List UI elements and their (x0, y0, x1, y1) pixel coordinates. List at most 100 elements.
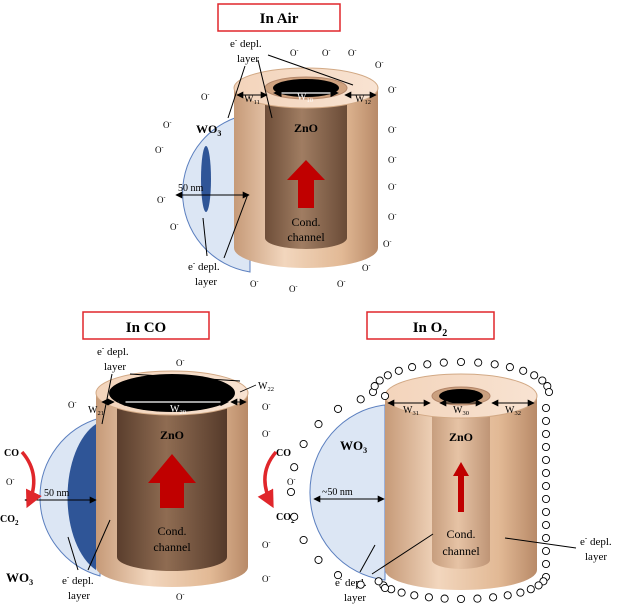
svg-text:layer: layer (585, 551, 607, 563)
wo3-depletion-air (201, 146, 211, 212)
panel-in-air: In Air W11 W10 W12 ZnO Cond. channel WO3… (155, 3, 397, 294)
svg-text:W11: W11 (244, 94, 260, 106)
oxygen-circle (544, 387, 554, 397)
oxygen-circle (333, 404, 343, 413)
wo3-particle-o2 (309, 404, 386, 581)
oxygen-circle (286, 487, 296, 497)
co-oxidation-right: CO O- CO2 (257, 448, 296, 525)
svg-text:O-: O- (6, 477, 15, 487)
oxygen-circle (473, 594, 482, 603)
oxygen-circle (290, 512, 299, 521)
svg-text:W21: W21 (88, 405, 104, 417)
oxygen-circle (456, 357, 466, 367)
svg-text:e- depl.: e- depl. (97, 344, 129, 358)
svg-text:O-: O- (388, 125, 397, 135)
oxygen-circle (541, 416, 551, 426)
cond-label-o2-1: Cond. (446, 527, 475, 541)
oxygen-circle (374, 577, 383, 586)
svg-text:O-: O- (262, 402, 271, 412)
oxygen-circle (541, 429, 551, 439)
svg-text:O-: O- (250, 279, 259, 289)
svg-text:W31: W31 (403, 405, 419, 417)
title-box-co: In CO (82, 311, 210, 340)
oxygen-circle (541, 533, 551, 543)
panel-in-co: In CO W21 W20 W22 ZnO Cond. channel 50 n… (0, 311, 296, 602)
svg-text:O-: O- (375, 60, 384, 70)
oxygen-circle (423, 360, 432, 369)
svg-text:W20: W20 (170, 404, 186, 416)
cond-label-air-1: Cond. (291, 215, 320, 229)
oxygen-circle (440, 594, 449, 603)
svg-text:O-: O- (262, 429, 271, 439)
oxygen-circle (526, 585, 535, 594)
svg-text:O-: O- (383, 239, 392, 249)
wo3-label-air: WO3 (196, 122, 221, 138)
wo3-label-o2: WO3 (340, 438, 367, 455)
wo3-label-co: WO3 (6, 570, 33, 587)
oxygen-circle (541, 546, 551, 556)
svg-text:O-: O- (170, 222, 179, 232)
svg-text:O-: O- (157, 195, 166, 205)
svg-text:O-: O- (176, 592, 185, 602)
oxygen-circle (541, 481, 551, 491)
adsorbed-oxygen-ring (286, 357, 554, 604)
oxygen-circle (314, 555, 323, 564)
oxygen-circle (490, 360, 499, 369)
svg-text:CO2: CO2 (0, 514, 19, 527)
svg-text:O-: O- (68, 400, 77, 410)
svg-text:O-: O- (262, 574, 271, 584)
svg-text:e- depl.: e- depl. (188, 259, 220, 273)
oxygen-circle (299, 439, 308, 449)
size-label-air: 50 nm (178, 183, 204, 194)
svg-text:layer: layer (195, 276, 217, 288)
oxygen-circle (394, 366, 403, 375)
svg-text:O-: O- (388, 212, 397, 222)
title-box-air: In Air (217, 3, 341, 32)
oxygen-ions-co: O- O- O- O- O- O- O- (68, 358, 271, 602)
oxygen-circle (541, 403, 551, 413)
svg-text:layer: layer (237, 53, 259, 65)
svg-text:CO: CO (4, 448, 19, 459)
oxygen-circle (474, 358, 483, 367)
oxygen-circle (410, 591, 419, 600)
title-co: In CO (126, 320, 166, 336)
title-o2: In O2 (413, 320, 448, 339)
svg-text:O-: O- (348, 48, 357, 58)
oxygen-circle (333, 571, 343, 580)
oxygen-circle (314, 420, 323, 429)
co-oxidation-left: CO O- CO2 (0, 448, 42, 527)
oxygen-circle (541, 468, 551, 478)
oxygen-circle (505, 363, 514, 372)
cond-label-o2-2: channel (442, 544, 480, 558)
svg-text:CO: CO (276, 448, 291, 459)
current-arrow-o2 (453, 462, 469, 512)
svg-text:W32: W32 (505, 405, 521, 417)
oxygen-circle (380, 391, 390, 401)
oxygen-circle (290, 463, 299, 472)
svg-text:O-: O- (362, 263, 371, 273)
zno-label-co: ZnO (160, 428, 184, 442)
oxygen-circle (541, 559, 551, 569)
svg-text:O-: O- (388, 85, 397, 95)
svg-text:O-: O- (388, 182, 397, 192)
svg-text:O-: O- (388, 155, 397, 165)
current-arrow-co (148, 454, 196, 508)
oxygen-circle (538, 376, 547, 385)
oxygen-circle (375, 376, 384, 385)
oxygen-circle (299, 535, 308, 545)
oxygen-circle (503, 591, 512, 600)
svg-text:O-: O- (289, 284, 298, 294)
cond-label-co-2: channel (153, 540, 191, 554)
size-label-co: 50 nm (44, 488, 70, 499)
oxygen-circle (534, 581, 543, 590)
svg-text:W30: W30 (453, 405, 469, 417)
oxygen-circle (383, 371, 392, 380)
svg-text:O-: O- (287, 477, 296, 487)
svg-text:layer: layer (104, 361, 126, 373)
svg-text:e- depl.: e- depl. (230, 36, 262, 50)
cond-label-co-1: Cond. (157, 524, 186, 538)
svg-text:layer: layer (344, 592, 366, 604)
oxygen-circle (530, 371, 539, 380)
oxygen-circle (541, 494, 551, 504)
